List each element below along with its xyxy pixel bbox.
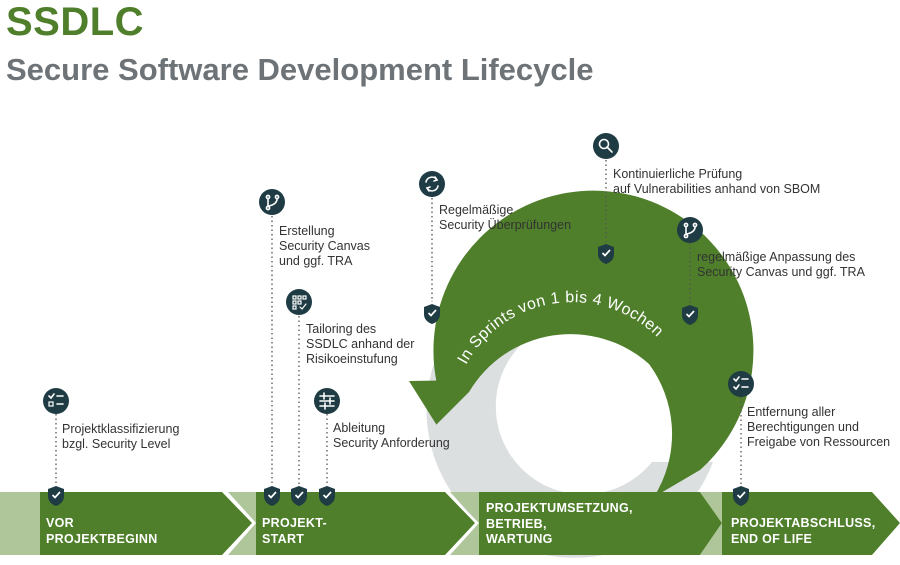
note-line: Risikoeinstufung xyxy=(306,352,398,366)
phase-arrow-impl xyxy=(479,492,722,555)
shield-check-icon xyxy=(48,486,64,506)
checklist-icon xyxy=(733,376,749,391)
phase-arrow-pre xyxy=(40,492,252,555)
note-line: Ableitung xyxy=(333,421,386,435)
search-icon xyxy=(598,138,613,153)
git-branch-icon xyxy=(683,222,698,239)
shield-check-icon xyxy=(733,486,749,506)
milestone-note-1: Projektklassifizierung bzgl. Security Le… xyxy=(62,422,179,452)
phase-line: START xyxy=(262,531,305,546)
note-line: Erstellung xyxy=(279,224,335,238)
note-line: Tailoring des xyxy=(306,322,377,336)
milestone-note-5: Regelmäßige Security Überprüfungen xyxy=(439,203,571,233)
shield-check-icon xyxy=(598,244,614,264)
note-line: Entfernung aller xyxy=(747,405,836,419)
note-line: Projektklassifizierung xyxy=(62,422,180,436)
shield-check-icon xyxy=(424,304,440,324)
cycle-ring xyxy=(433,190,754,553)
note-line: auf Vulnerabilities anhand von SBOM xyxy=(613,182,821,196)
phase-line: PROJEKT- xyxy=(262,516,327,530)
phase-line: END OF LIFE xyxy=(731,531,813,546)
phase-line: PROJEKTUMSETZUNG, xyxy=(486,501,633,515)
milestone-note-2: Erstellung Security Canvas und ggf. TRA xyxy=(279,224,370,269)
phase-arrow-end xyxy=(722,492,900,555)
note-line: Freigabe von Ressourcen xyxy=(747,435,891,449)
phase-label-end: PROJEKTABSCHLUSS, END OF LIFE xyxy=(731,516,875,547)
phase-arrow-pre-light xyxy=(0,492,42,555)
git-branch-icon xyxy=(265,194,280,211)
page-title: SSDLC xyxy=(6,0,145,44)
phase-line: PROJEKTABSCHLUSS, xyxy=(731,516,876,530)
note-line: regelmäßige Anpassung des xyxy=(697,250,856,264)
milestone-note-6: Kontinuierliche Prüfung auf Vulnerabilit… xyxy=(613,167,820,197)
phase-arrow-start xyxy=(256,492,475,555)
shield-check-icon xyxy=(291,486,307,506)
milestone-icon-bg-8 xyxy=(728,371,754,397)
note-line: Kontinuierliche Prüfung xyxy=(613,167,743,181)
shield-markers xyxy=(48,244,749,506)
shield-check-icon xyxy=(264,486,280,506)
note-line: Berechtigungen und xyxy=(747,420,859,434)
cycle-arrowhead xyxy=(409,380,473,424)
phase-line: PROJEKTBEGINN xyxy=(46,531,158,546)
phase-line: WARTUNG xyxy=(486,532,553,546)
phase-line: VOR xyxy=(46,516,74,530)
note-line: Regelmäßige xyxy=(439,203,514,217)
note-line: bzgl. Security Level xyxy=(62,437,171,451)
checklist-icon xyxy=(48,393,64,407)
phase-label-start: PROJEKT- START xyxy=(262,516,327,547)
phase-arrow-impl-light xyxy=(450,492,481,555)
milestone-icon-bg-5 xyxy=(419,171,445,197)
phase-label-pre: VOR PROJEKTBEGINN xyxy=(46,516,158,547)
phase-arrow-start-light xyxy=(228,492,258,555)
milestone-note-4: Ableitung Security Anforderung xyxy=(333,421,450,451)
milestone-icon-bg-3 xyxy=(286,289,312,315)
milestone-note-3: Tailoring des SSDLC anhand der Risikoein… xyxy=(306,322,414,367)
phase-line: BETRIEB, xyxy=(486,516,547,531)
milestone-icon-bg-7 xyxy=(677,217,703,243)
note-line: Security Anforderung xyxy=(333,436,450,450)
phase-label-implementation: PROJEKTUMSETZUNG, BETRIEB, WARTUNG xyxy=(486,501,633,548)
sliders-icon xyxy=(319,392,335,410)
refresh-icon xyxy=(425,176,439,192)
note-line: und ggf. TRA xyxy=(279,254,353,268)
milestone-note-7: regelmäßige Anpassung des Security Canva… xyxy=(697,250,865,280)
note-line: Security Überprüfungen xyxy=(439,218,572,232)
milestone-icon-bg-2 xyxy=(259,189,285,215)
milestone-note-8: Entfernung aller Berechtigungen und Frei… xyxy=(747,405,890,450)
note-line: Security Canvas und ggf. TRA xyxy=(697,265,865,279)
page-subtitle: Secure Software Development Lifecycle xyxy=(6,52,594,87)
shield-check-icon xyxy=(682,305,698,325)
grid-check-icon xyxy=(292,295,307,310)
note-line: SSDLC anhand der xyxy=(306,337,415,351)
milestone-icon-bg-6 xyxy=(593,133,619,159)
milestone-icon-bg-1 xyxy=(43,388,69,414)
phase-arrow-end-light xyxy=(700,492,724,555)
shield-check-icon xyxy=(319,486,335,506)
note-line: Security Canvas xyxy=(279,239,371,253)
